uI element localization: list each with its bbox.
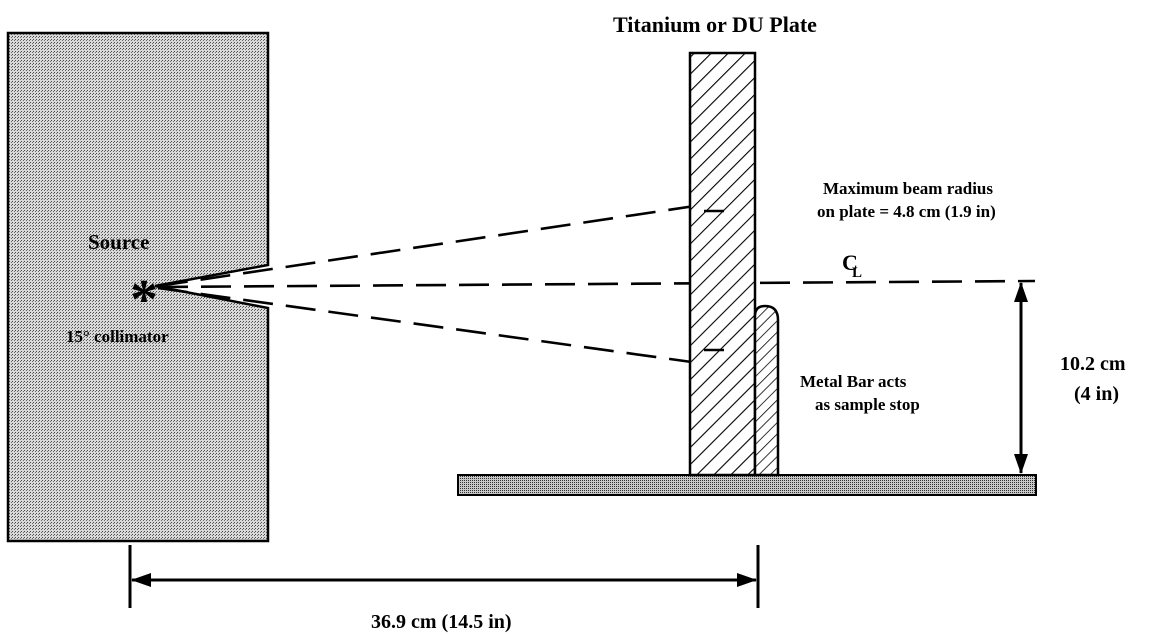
titanium-du-plate xyxy=(688,51,757,477)
beam-lines xyxy=(157,198,1036,370)
metal-bar xyxy=(753,304,780,477)
beam-radius-label-line1: Maximum beam radius xyxy=(823,179,993,198)
metal-bar-label-line1: Metal Bar acts xyxy=(800,372,907,391)
base-plate xyxy=(457,474,1037,496)
source-label: Source xyxy=(88,230,149,254)
beam-centerline xyxy=(157,279,1036,289)
source-marker-icon: * xyxy=(130,269,158,331)
centerline-subscript: L xyxy=(852,265,862,281)
beam-upper-edge xyxy=(157,198,736,288)
beam-lower-edge xyxy=(157,286,736,370)
metal-bar-label-line2: as sample stop xyxy=(815,395,920,414)
collimator-label: 15° collimator xyxy=(66,327,169,346)
centerline-symbol: C xyxy=(842,250,858,275)
distance-label: 36.9 cm (14.5 in) xyxy=(371,611,512,633)
source-block xyxy=(6,31,270,543)
height-value-label: 10.2 cm xyxy=(1060,353,1126,375)
height-inches-label: (4 in) xyxy=(1074,383,1119,405)
plate-title: Titanium or DU Plate xyxy=(613,12,817,37)
beam-radius-label-line2: on plate = 4.8 cm (1.9 in) xyxy=(817,202,996,221)
